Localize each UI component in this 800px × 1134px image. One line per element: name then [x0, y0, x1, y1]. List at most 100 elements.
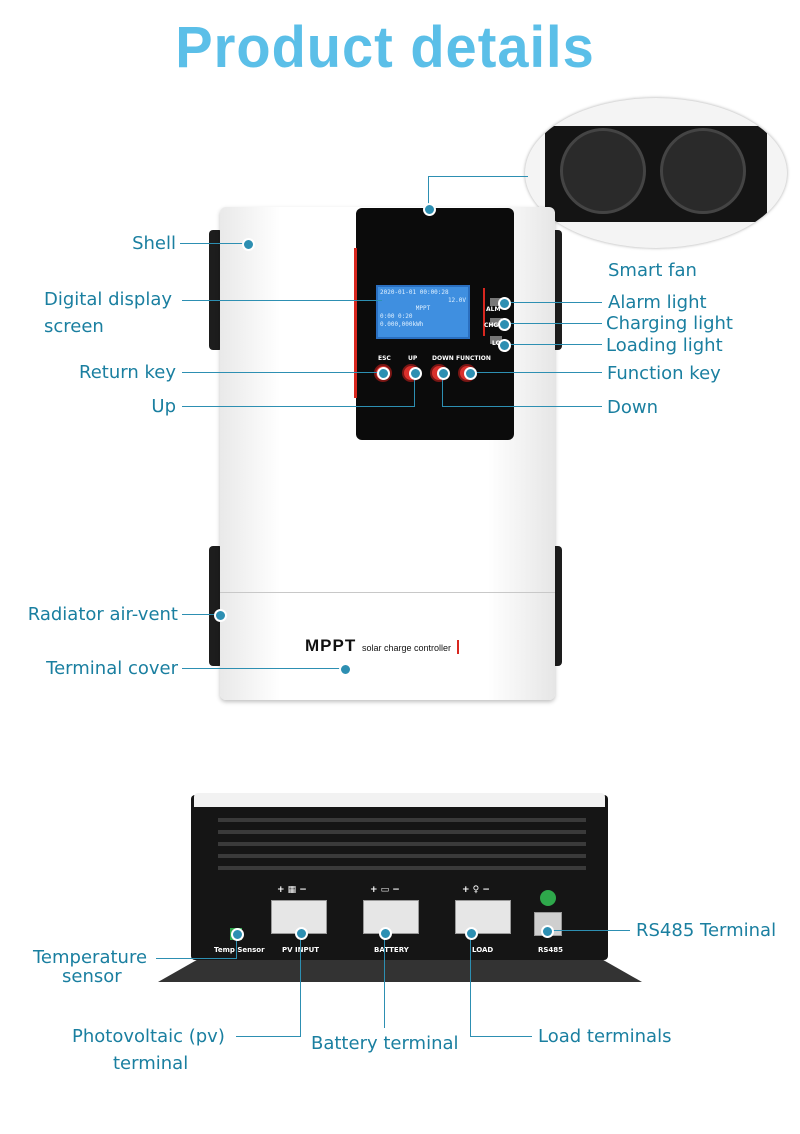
brand-text: MPPT — [305, 636, 357, 655]
leader-terminal-cover — [182, 668, 342, 669]
label-rs485-terminal: RS485 Terminal — [636, 920, 777, 941]
lcd-line: MPPT — [415, 305, 431, 312]
load-sign: + ♀ − — [462, 885, 490, 895]
alarm-light-icon — [490, 298, 502, 306]
leader-up — [182, 406, 414, 407]
marker-up — [409, 367, 422, 380]
leader-alarm — [502, 302, 602, 303]
load-terminal-block — [455, 900, 511, 934]
leader-load-vertical — [470, 932, 471, 1037]
leader-battery-vertical — [384, 932, 385, 1028]
pv-sign: + ▦ − — [277, 885, 307, 895]
marker-battery — [379, 927, 392, 940]
label-smart-fan: Smart fan — [608, 260, 697, 281]
leader-temp-sensor — [156, 958, 236, 959]
marker-load — [465, 927, 478, 940]
label-function-key: Function key — [607, 363, 721, 384]
marker-fan — [423, 203, 436, 216]
lcd-line: 0:00 0:20 — [380, 313, 413, 320]
key-label-down: DOWN — [432, 355, 454, 362]
leader-display — [182, 300, 382, 301]
marker-down — [437, 367, 450, 380]
marker-pv — [295, 927, 308, 940]
label-radiator: Radiator air-vent — [27, 604, 178, 625]
marker-function — [464, 367, 477, 380]
marker-alarm — [498, 297, 511, 310]
leader-charging — [502, 323, 602, 324]
label-up: Up — [151, 396, 176, 417]
marker-rs485 — [541, 925, 554, 938]
lcd-line: 12.0V — [447, 297, 466, 304]
label-charging-light: Charging light — [606, 313, 733, 334]
label-terminal-cover: Terminal cover — [46, 658, 178, 679]
battery-terminal-block — [363, 900, 419, 934]
indicator-label: LO — [492, 340, 501, 347]
label-shell: Shell — [132, 233, 176, 254]
leader-down — [442, 406, 602, 407]
label-return-key: Return key — [79, 362, 176, 383]
key-label-esc: ESC — [378, 355, 391, 362]
smart-fan-image — [525, 98, 787, 248]
page-title: Product details — [175, 13, 595, 80]
indicator-label: ALM — [486, 306, 501, 313]
temp-sensor-label: Temp Sensor — [214, 946, 265, 954]
panel-accent-left — [354, 248, 357, 398]
brand-logo: MPPT solar charge controller — [305, 636, 459, 656]
label-battery-terminal: Battery terminal — [311, 1033, 459, 1054]
rs485-indicator-icon — [540, 890, 556, 906]
indicator-label: CHG — [484, 322, 499, 329]
vent-slot — [218, 866, 586, 870]
marker-temp-sensor — [231, 928, 244, 941]
leader-temp-sensor-vertical — [236, 933, 237, 959]
marker-loading — [498, 339, 511, 352]
leader-down-vertical — [442, 372, 443, 407]
vent-slot — [218, 854, 586, 858]
leader-loading — [502, 344, 602, 345]
label-loading-light: Loading light — [606, 335, 723, 356]
label-pv-terminal: Photovoltaic (pv) — [72, 1026, 225, 1047]
vent-slot — [218, 830, 586, 834]
label-display-2: screen — [44, 316, 104, 337]
battery-sign: + ▭ − — [370, 885, 400, 895]
leader-pv-vertical — [300, 932, 301, 1037]
bottom-view-top-edge — [194, 793, 605, 807]
mount-bracket-top-left — [209, 230, 223, 350]
leader-fan-vertical — [428, 176, 429, 208]
label-down: Down — [607, 397, 659, 418]
leader-shell — [180, 243, 246, 244]
label-temp-sensor-2: sensor — [62, 966, 122, 987]
lcd-line: 0.000,000kWh — [380, 321, 424, 328]
label-load-terminals: Load terminals — [538, 1026, 672, 1047]
terminal-cover-seam — [220, 592, 555, 593]
marker-shell — [242, 238, 255, 251]
battery-label: BATTERY — [374, 946, 409, 954]
leader-load — [470, 1036, 532, 1037]
leader-rs485 — [546, 930, 630, 931]
marker-charging — [498, 318, 511, 331]
leader-radiator — [182, 614, 218, 615]
label-temp-sensor: Temperature — [33, 947, 148, 968]
lcd-line: 2020-01-01 00:00:28 — [380, 289, 449, 296]
fan-right-icon — [660, 128, 746, 214]
leader-return-key — [182, 372, 378, 373]
vent-slot — [218, 842, 586, 846]
label-display: Digital display — [44, 289, 173, 310]
brand-subtitle: solar charge controller — [361, 643, 452, 653]
marker-radiator — [214, 609, 227, 622]
charging-light-icon — [490, 318, 502, 326]
mount-bracket-bottom-left — [209, 546, 223, 666]
marker-terminal-cover — [339, 663, 352, 676]
vent-slot — [218, 818, 586, 822]
key-label-function: FUNCTION — [456, 355, 491, 362]
leader-up-vertical — [414, 372, 415, 407]
label-pv-terminal-2: terminal — [113, 1053, 189, 1074]
loading-light-icon — [490, 336, 502, 344]
fan-left-icon — [560, 128, 646, 214]
rs485-label: RS485 — [538, 946, 564, 954]
lcd-display: 2020-01-01 00:00:28 12.0V MPPT 0:00 0:20… — [376, 285, 470, 339]
leader-function — [470, 372, 602, 373]
leader-fan — [428, 176, 528, 177]
label-alarm-light: Alarm light — [608, 292, 707, 313]
marker-return-key — [377, 367, 390, 380]
load-label: LOAD — [472, 946, 494, 954]
